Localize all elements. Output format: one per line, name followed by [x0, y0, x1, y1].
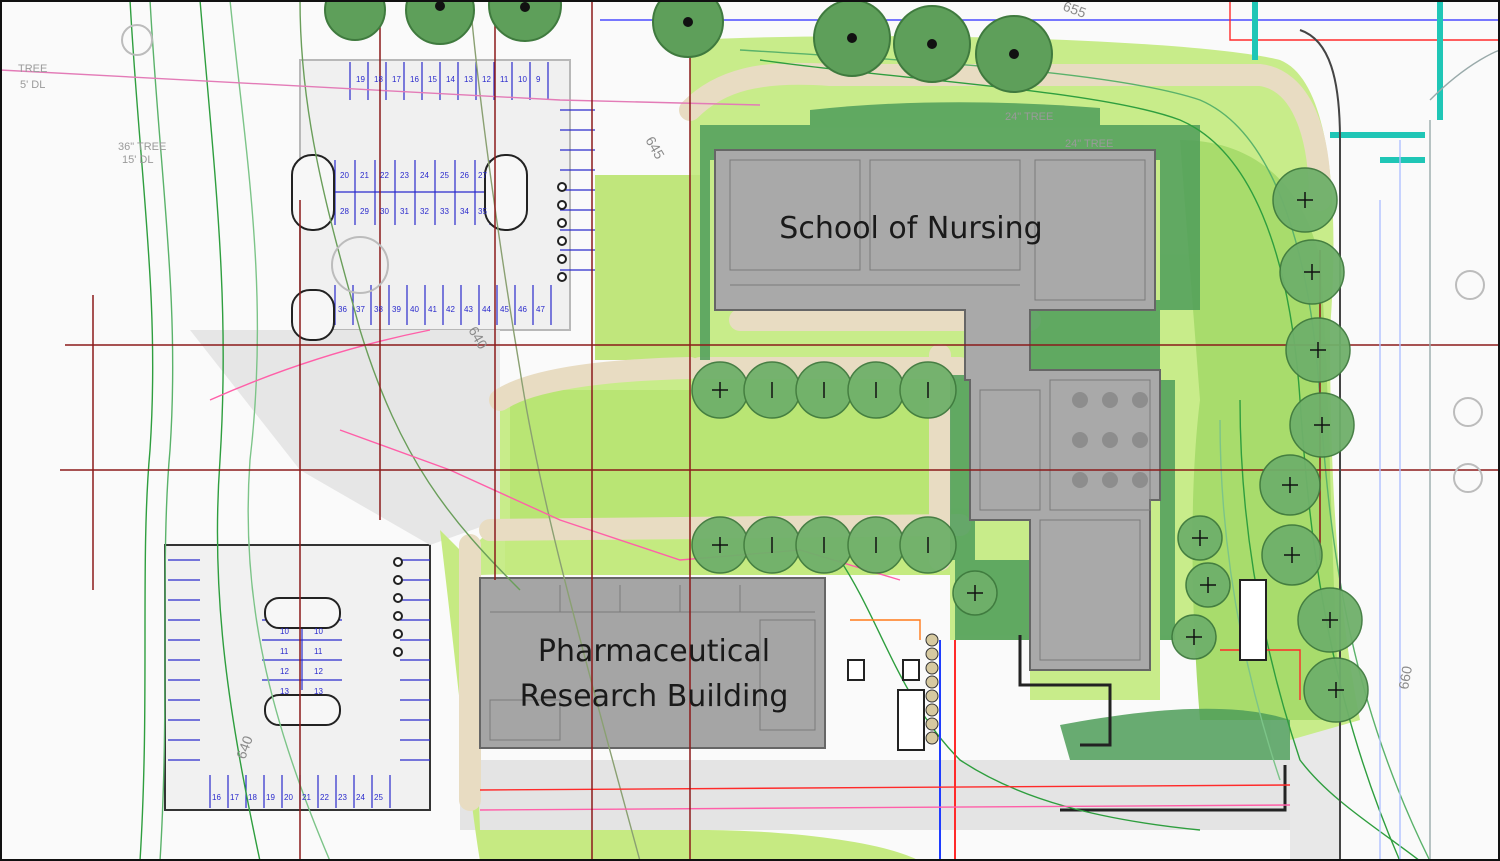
- tree-note: 15' DL: [122, 154, 153, 166]
- tree-note: TREE: [18, 63, 47, 75]
- stall-number: 19: [356, 75, 365, 84]
- stall-number: 46: [518, 305, 527, 314]
- stall-number: 31: [400, 207, 409, 216]
- stall-number: 10: [280, 627, 289, 636]
- tree-note: 24" TREE: [1065, 138, 1113, 150]
- stall-number: 20: [284, 793, 293, 802]
- stall-number: 41: [428, 305, 437, 314]
- north-lot-stall-numbers: 19 18 17 16 15 14 13 12 11 10 9 20 21 22…: [338, 75, 545, 314]
- stall-number: 19: [266, 793, 275, 802]
- south-lot-stall-numbers: 16 17 18 19 20 21 22 23 24 25 10 11 12 1…: [212, 627, 383, 802]
- stall-number: 45: [500, 305, 509, 314]
- stall-number: 10: [518, 75, 527, 84]
- stall-number: 11: [280, 647, 289, 656]
- stall-number: 36: [338, 305, 347, 314]
- stall-number: 24: [356, 793, 365, 802]
- stall-number: 17: [392, 75, 401, 84]
- stall-number: 40: [410, 305, 419, 314]
- stall-number: 44: [482, 305, 491, 314]
- stall-number: 23: [338, 793, 347, 802]
- pharma-building-label-line1: Pharmaceutical: [538, 634, 770, 669]
- existing-trees: [121, 24, 1485, 493]
- stall-number: 25: [440, 171, 449, 180]
- stall-number: 9: [536, 75, 541, 84]
- stall-number: 32: [420, 207, 429, 216]
- stall-number: 14: [446, 75, 455, 84]
- street-curbs: [1299, 29, 1500, 861]
- east-trees: [952, 167, 1369, 723]
- stall-number: 39: [392, 305, 401, 314]
- stall-number: 21: [302, 793, 311, 802]
- nursing-building: [714, 149, 1161, 671]
- stall-number: 26: [460, 171, 469, 180]
- stall-number: 18: [374, 75, 383, 84]
- stall-number: 43: [464, 305, 473, 314]
- tree-note: 36" TREE: [118, 141, 166, 153]
- stall-number: 13: [314, 687, 323, 696]
- stall-number: 29: [360, 207, 369, 216]
- stall-number: 20: [340, 171, 349, 180]
- contour-label: 640: [233, 733, 256, 761]
- stall-number: 37: [356, 305, 365, 314]
- stall-number: 16: [212, 793, 221, 802]
- stall-number: 38: [374, 305, 383, 314]
- stall-number: 42: [446, 305, 455, 314]
- south-parking-lot: [168, 559, 430, 808]
- stall-number: 17: [230, 793, 239, 802]
- courtyard-trees: [691, 361, 957, 574]
- tree-note: 24" TREE: [1005, 111, 1053, 123]
- stall-number: 22: [320, 793, 329, 802]
- stall-number: 24: [420, 171, 429, 180]
- deciduous-tree-icon: [324, 0, 1053, 93]
- contour-label: 660: [1395, 665, 1415, 691]
- nursing-building-label: School of Nursing: [779, 211, 1042, 246]
- stall-number: 35: [478, 207, 487, 216]
- stall-number: 28: [340, 207, 349, 216]
- utility-teal-lines: [1252, 0, 1443, 163]
- stall-number: 18: [248, 793, 257, 802]
- stall-number: 22: [380, 171, 389, 180]
- south-lot-islands: [264, 597, 341, 726]
- accessible-parking-icon: [393, 182, 567, 657]
- stall-number: 25: [374, 793, 383, 802]
- stall-number: 34: [460, 207, 469, 216]
- stall-number: 21: [360, 171, 369, 180]
- pharma-building-label-line2: Research Building: [520, 679, 789, 714]
- stall-number: 10: [314, 627, 323, 636]
- site-pads: [1018, 635, 1287, 812]
- stall-number: 23: [400, 171, 409, 180]
- stall-number: 13: [280, 687, 289, 696]
- stall-number: 27: [478, 171, 487, 180]
- pharma-building: [479, 577, 826, 749]
- stall-number: 13: [464, 75, 473, 84]
- stall-number: 33: [440, 207, 449, 216]
- stall-number: 11: [314, 647, 323, 656]
- stall-number: 15: [428, 75, 437, 84]
- survey-notes: TREE 5' DL 36" TREE 15' DL 24" TREE 24" …: [18, 63, 1113, 166]
- loading-area: [847, 579, 1267, 751]
- stall-number: 12: [280, 667, 289, 676]
- stall-number: 11: [500, 75, 509, 84]
- stall-number: 12: [482, 75, 491, 84]
- tree-note: 5' DL: [20, 79, 45, 91]
- stall-number: 30: [380, 207, 389, 216]
- stall-number: 16: [410, 75, 419, 84]
- stall-number: 12: [314, 667, 323, 676]
- hedge-row: [925, 633, 939, 745]
- stall-number: 47: [536, 305, 545, 314]
- planting-beds: [700, 102, 1290, 760]
